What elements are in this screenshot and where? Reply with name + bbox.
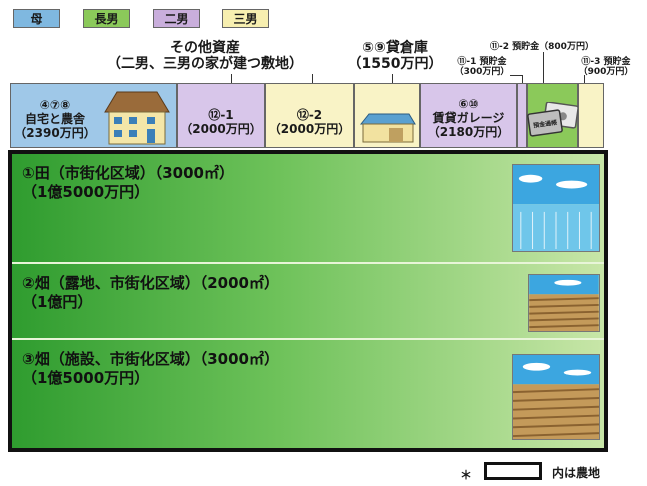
other-assets-title: その他資産 bbox=[170, 40, 240, 56]
legend-label: 母 bbox=[30, 12, 43, 26]
passbook-icon: 預金通帳 bbox=[527, 102, 579, 137]
footnote-asterisk: ＊ bbox=[460, 468, 473, 482]
home-name: 自宅と農舎 bbox=[24, 112, 85, 126]
plot-divider bbox=[12, 338, 604, 340]
lot-12-1-value: （2000万円） bbox=[180, 122, 262, 136]
other-assets-label: その他資産 （二男、三男の家が建つ敷地） bbox=[80, 40, 330, 72]
home-value: （2390万円） bbox=[14, 126, 96, 140]
legend-second-son: 二男 bbox=[153, 9, 200, 28]
deposit-2-title: ⑪-2 預貯金（800万円） bbox=[490, 42, 594, 52]
plot-1-title: ①田（市街化区域）（3000㎡） bbox=[22, 164, 234, 182]
warehouse-value: （1550万円） bbox=[347, 56, 443, 72]
legend-mother: 母 bbox=[13, 9, 60, 28]
deposit-1-asset bbox=[517, 83, 527, 148]
deposit-3-title: ⑪-3 預貯金 bbox=[581, 57, 631, 67]
plot-3-text: ③畑（施設、市街化区域）（3000㎡） （1億5000万円） bbox=[22, 350, 279, 388]
plot-1-text: ①田（市街化区域）（3000㎡） （1億5000万円） bbox=[22, 164, 234, 202]
plot-divider bbox=[12, 262, 604, 264]
rice-field-icon bbox=[512, 164, 600, 252]
warehouse-title: ⑤⑨貸倉庫 bbox=[362, 40, 428, 56]
plot-greenhouse-field: ③畑（施設、市街化区域）（3000㎡） （1億5000万円） bbox=[12, 340, 604, 448]
home-numbers: ④⑦⑧ bbox=[39, 98, 71, 112]
garage-value: （2180万円） bbox=[427, 125, 510, 139]
lot-12-2-text: ⑫-2 （2000万円） bbox=[266, 108, 353, 136]
deposit-2-leader bbox=[543, 52, 544, 92]
garage-text: ⑥⑩ 賃貸ガレージ （2180万円） bbox=[421, 97, 516, 139]
deposit-3-label: ⑪-3 預貯金 （900万円） bbox=[572, 57, 640, 77]
house-icon bbox=[104, 91, 170, 145]
plot-2-title: ②畑（露地、市街化区域）（2000㎡） bbox=[22, 274, 279, 292]
plot-3-value: （1億5000万円） bbox=[22, 369, 150, 387]
warehouse-icon bbox=[359, 113, 416, 143]
deposit-3-value: （900万円） bbox=[578, 67, 634, 77]
plot-3-title: ③畑（施設、市街化区域）（3000㎡） bbox=[22, 350, 279, 368]
other-assets-subtitle: （二男、三男の家が建つ敷地） bbox=[107, 56, 303, 72]
garage-asset: ⑥⑩ 賃貸ガレージ （2180万円） bbox=[420, 83, 517, 148]
open-field-icon bbox=[528, 274, 600, 332]
deposit-1-value: （300万円） bbox=[454, 67, 510, 77]
legend-label: 三男 bbox=[233, 12, 258, 26]
footnote-text: 内は農地 bbox=[552, 466, 601, 480]
warehouse-label: ⑤⑨貸倉庫 （1550万円） bbox=[340, 40, 450, 72]
legend-third-son: 三男 bbox=[222, 9, 269, 28]
plot-rice-field: ①田（市街化区域）（3000㎡） （1億5000万円） bbox=[12, 154, 604, 262]
lot-12-1: ⑫-1 （2000万円） bbox=[177, 83, 265, 148]
plot-1-value: （1億5000万円） bbox=[22, 183, 150, 201]
greenhouse-field-icon bbox=[512, 354, 600, 440]
plot-2-text: ②畑（露地、市街化区域）（2000㎡） （1億円） bbox=[22, 274, 279, 312]
home-asset: ④⑦⑧ 自宅と農舎 （2390万円） bbox=[10, 83, 177, 148]
lot-12-2: ⑫-2 （2000万円） bbox=[265, 83, 354, 148]
lot-12-2-number: ⑫-2 bbox=[296, 108, 323, 122]
legend-eldest-son: 長男 bbox=[83, 9, 130, 28]
deposit-1-leader-h bbox=[510, 75, 523, 76]
legend-label: 二男 bbox=[164, 12, 189, 26]
deposit-1-label: ⑪-1 預貯金 （300万円） bbox=[446, 57, 518, 77]
footnote-box bbox=[484, 462, 542, 480]
warehouse-asset bbox=[354, 83, 420, 148]
deposit-1-title: ⑪-1 預貯金 bbox=[457, 57, 507, 67]
lot-12-1-text: ⑫-1 （2000万円） bbox=[178, 108, 264, 136]
deposit-2-asset: 預金通帳 bbox=[527, 83, 579, 148]
farmland-frame bbox=[8, 150, 608, 452]
legend-label: 長男 bbox=[94, 12, 119, 26]
garage-numbers: ⑥⑩ bbox=[458, 97, 479, 111]
home-text: ④⑦⑧ 自宅と農舎 （2390万円） bbox=[13, 98, 97, 140]
plot-2-value: （1億円） bbox=[22, 293, 93, 311]
garage-name: 賃貸ガレージ bbox=[432, 111, 505, 125]
plot-open-field: ②畑（露地、市街化区域）（2000㎡） （1億円） bbox=[12, 264, 604, 338]
deposit-3-asset bbox=[578, 83, 604, 148]
lot-12-1-number: ⑫-1 bbox=[208, 108, 234, 122]
deposit-2-label: ⑪-2 預貯金（800万円） bbox=[486, 42, 598, 52]
lot-12-2-value: （2000万円） bbox=[268, 122, 351, 136]
passbook-text: 預金通帳 bbox=[533, 118, 558, 129]
